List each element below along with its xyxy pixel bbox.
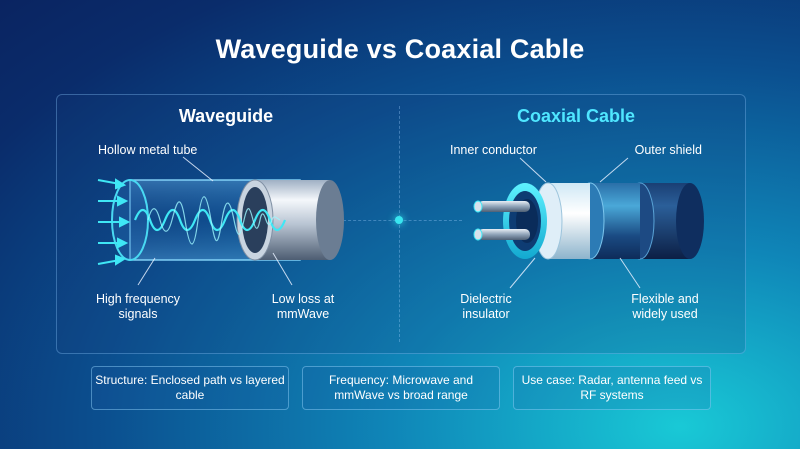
label-low-loss: Low loss at mmWave — [271, 292, 335, 321]
label-high-frequency-signals: High frequency signals — [95, 292, 181, 321]
page-title: Waveguide vs Coaxial Cable — [215, 34, 585, 64]
leader-signals — [137, 257, 156, 286]
label-dielectric-insulator: Dielectric insulator — [460, 292, 512, 321]
card-use-case: Use case: Radar, antenna feed vs RF syst… — [513, 366, 711, 410]
center-divider — [399, 106, 400, 342]
waveguide-wave-signal — [133, 196, 287, 245]
leader-dielectric — [509, 257, 536, 289]
leader-flexible — [619, 257, 641, 289]
center-connector-dot — [395, 216, 403, 224]
waveguide-tube — [111, 179, 344, 261]
coax-title: Coaxial Cable — [516, 106, 636, 126]
label-flexible-widely-used: Flexible and widely used — [631, 292, 699, 321]
waveguide-title: Waveguide — [178, 106, 274, 126]
label-outer-shield: Outer shield — [634, 143, 702, 157]
card-frequency: Frequency: Microwave and mmWave vs broad… — [302, 366, 500, 410]
label-inner-conductor: Inner conductor — [450, 143, 537, 157]
waveguide-input-arrows — [97, 178, 131, 266]
label-hollow-metal-tube: Hollow metal tube — [98, 143, 198, 157]
leader-tube — [182, 156, 214, 182]
leader-loss — [272, 252, 293, 286]
leader-inner — [519, 157, 547, 183]
coax-cable — [473, 182, 704, 260]
card-structure: Structure: Enclosed path vs layered cabl… — [91, 366, 289, 410]
leader-shield — [599, 157, 629, 183]
